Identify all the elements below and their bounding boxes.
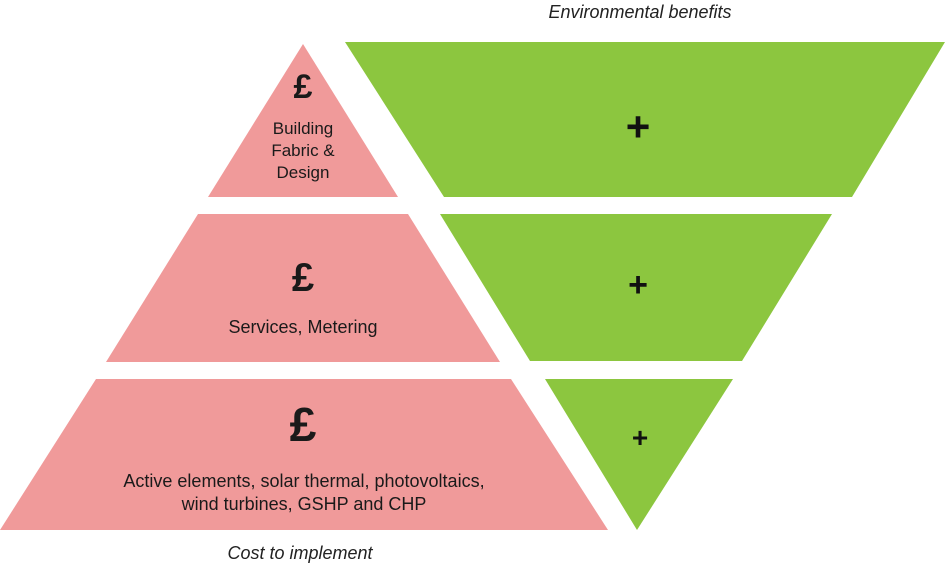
benefit-tier-bottom-shape [545, 379, 733, 530]
cost-to-implement-label: Cost to implement [227, 543, 373, 563]
benefit-tier-bottom-plus-icon: + [631, 422, 649, 453]
environmental-benefits-label: Environmental benefits [548, 2, 732, 22]
cost-tier-bottom-text: Active elements, solar thermal, photovol… [123, 471, 485, 515]
cost-tier-bottom-shape [0, 379, 608, 530]
cost-tier-top-pound-icon: £ [293, 68, 313, 106]
benefit-tier-middle-shape [440, 214, 832, 361]
cost-tier-middle-shape [106, 214, 500, 362]
benefit-tier-top-shape [345, 42, 945, 197]
benefit-tier-middle-plus-icon: + [628, 266, 648, 304]
benefit-tier-top-plus-icon: + [625, 103, 651, 150]
cost-tier-middle-pound-icon: £ [291, 256, 315, 300]
cost-tier-bottom-pound-icon: £ [289, 399, 317, 452]
cost-tier-top-text: Building Fabric & Design [271, 119, 335, 183]
cost-tier-middle-text: Services, Metering [228, 317, 378, 337]
cost-tier-top-shape [208, 44, 398, 197]
